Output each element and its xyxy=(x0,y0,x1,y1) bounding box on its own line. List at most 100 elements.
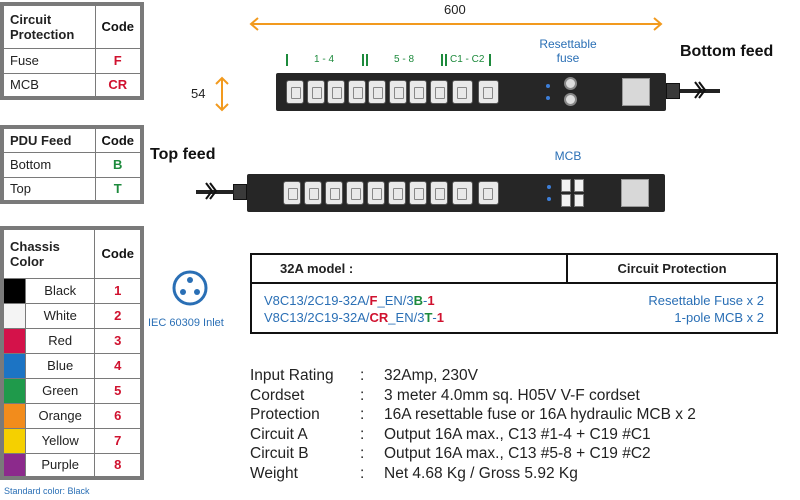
resettable-fuse-icon xyxy=(564,93,577,106)
color-swatch xyxy=(1,452,26,479)
color-swatch xyxy=(1,277,26,304)
height-dimension-arrow xyxy=(213,76,231,112)
color-code: 2 xyxy=(94,302,143,329)
color-name: White xyxy=(24,302,96,329)
protection-fuse-code: F xyxy=(94,47,143,74)
spec-label: Input Rating xyxy=(250,367,334,384)
model-protection-fuse: Resettable Fuse x 2 xyxy=(648,292,764,308)
color-swatch xyxy=(1,327,26,354)
protection-fuse-label: Fuse xyxy=(1,47,96,74)
c13-outlet-icon xyxy=(430,181,448,205)
model-prefix: V8C13/2C19-32A/ xyxy=(264,309,370,325)
group-divider xyxy=(286,54,288,66)
spec-separator: : xyxy=(360,406,365,423)
group-divider xyxy=(366,54,368,66)
c13-outlet-icon xyxy=(388,181,406,205)
group-label-c1-c2: C1 - C2 xyxy=(450,54,485,65)
spec-separator: : xyxy=(360,464,365,482)
status-led-icon xyxy=(546,84,550,88)
group-divider xyxy=(441,54,443,66)
resettable-fuse-label: Resettable fuse xyxy=(539,37,597,65)
c13-outlet-icon xyxy=(409,181,427,205)
mcb-breaker-icon xyxy=(561,179,571,192)
model-feed-code: T xyxy=(424,309,433,325)
resettable-fuse-icon xyxy=(564,77,577,90)
group-label-5-8: 5 - 8 xyxy=(394,54,415,65)
group-label-1-4: 1 - 4 xyxy=(314,54,335,65)
bottom-feed-label: Bottom feed xyxy=(680,43,774,60)
feed-bottom-code: B xyxy=(94,151,143,178)
protection-header-code: Code xyxy=(94,3,143,49)
model-dash: - xyxy=(432,309,437,325)
pdu-top-feed-body xyxy=(247,174,665,212)
status-led-icon xyxy=(547,185,551,189)
color-swatch xyxy=(1,427,26,454)
spec-value: 16A resettable fuse or 16A hydraulic MCB… xyxy=(384,406,696,423)
mcb-label: MCB xyxy=(554,149,582,163)
rating-label-plate xyxy=(621,179,649,207)
feed-header-label: PDU Feed xyxy=(1,126,96,153)
pdu-bottom-feed-body xyxy=(276,73,666,111)
model-col-header: 32A model : xyxy=(251,254,567,284)
feed-top-code: T xyxy=(94,176,143,203)
color-name: Yellow xyxy=(24,427,96,454)
color-name: Green xyxy=(24,377,96,404)
color-code: 4 xyxy=(94,352,143,379)
spec-label: Circuit A xyxy=(250,425,308,443)
color-code: 3 xyxy=(94,327,143,354)
c19-outlet-icon xyxy=(478,80,499,104)
color-name: Orange xyxy=(24,402,96,429)
color-swatch xyxy=(1,377,26,404)
c19-outlet-icon xyxy=(452,181,473,205)
feed-bottom-label: Bottom xyxy=(1,151,96,178)
color-name: Purple xyxy=(24,452,96,479)
c13-outlet-icon xyxy=(283,181,301,205)
mcb-breaker-icon xyxy=(574,194,584,207)
spec-value: 3 meter 4.0mm sq. H05V V-F cordset xyxy=(384,386,640,404)
c13-outlet-icon xyxy=(368,80,386,104)
color-swatch xyxy=(1,402,26,429)
color-code: 1 xyxy=(94,277,143,304)
model-protection-mcb: 1-pole MCB x 2 xyxy=(674,309,764,325)
model-mid: _EN/3 xyxy=(377,292,414,308)
feed-header-code: Code xyxy=(94,126,143,153)
protection-col-header: Circuit Protection xyxy=(566,254,777,284)
group-divider xyxy=(489,54,491,66)
cable-break-icon xyxy=(692,80,707,100)
c13-outlet-icon xyxy=(327,80,345,104)
top-feed-label: Top feed xyxy=(150,146,216,163)
color-name: Black xyxy=(24,277,96,304)
status-led-icon xyxy=(546,96,550,100)
c19-outlet-icon xyxy=(478,181,499,205)
mcb-breaker-icon xyxy=(561,194,571,207)
c13-outlet-icon xyxy=(347,80,366,104)
c13-outlet-icon xyxy=(429,80,448,104)
spec-label: Protection xyxy=(250,406,320,423)
standard-color-note: Standard color: Black xyxy=(4,486,90,496)
color-name: Blue xyxy=(24,352,96,379)
model-protection-code: CR xyxy=(369,309,389,325)
feed-code-table: PDU Feed Code Bottom B Top T xyxy=(0,125,144,204)
spec-separator: : xyxy=(360,425,365,443)
spec-separator: : xyxy=(360,386,365,404)
cable-gland-icon xyxy=(666,83,680,99)
spec-value: Output 16A max., C13 #1-4 + C19 #C1 xyxy=(384,425,651,443)
height-dimension-value: 54 xyxy=(191,86,206,101)
c13-outlet-icon xyxy=(304,181,322,205)
mcb-breaker-icon xyxy=(574,179,584,192)
model-number-mcb: V8C13/2C19-32A/CR_EN/3T-1 xyxy=(251,308,567,333)
color-swatch xyxy=(1,352,26,379)
model-protection-code: F xyxy=(369,292,378,308)
spec-label: Cordset xyxy=(250,386,305,404)
protection-mcb-label: MCB xyxy=(1,72,96,99)
feed-top-label: Top xyxy=(1,176,96,203)
protection-code-table: Circuit Protection Code Fuse F MCB CR xyxy=(0,2,144,100)
c13-outlet-icon xyxy=(367,181,385,205)
model-mid: _EN/3 xyxy=(388,309,425,325)
spec-label: Weight xyxy=(250,464,298,482)
model-color-code: 1 xyxy=(427,292,435,308)
